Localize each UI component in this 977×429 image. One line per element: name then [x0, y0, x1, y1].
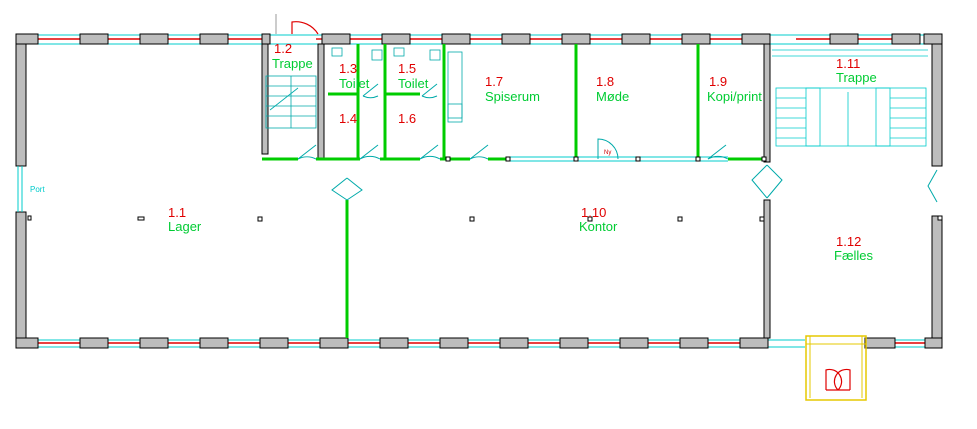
- room-name: Spiserum: [485, 89, 540, 104]
- room-number: 1.11: [836, 56, 860, 71]
- room-number: 1.10: [581, 205, 606, 220]
- room-name: Møde: [596, 89, 629, 104]
- room-number: 1.3: [339, 61, 357, 76]
- room-number: 1.8: [596, 74, 614, 89]
- room-name: Lager: [168, 219, 202, 234]
- room-number: 1.2: [274, 41, 292, 56]
- port-opening[interactable]: Port: [17, 166, 45, 212]
- port-label: Port: [30, 185, 45, 194]
- partition-posts: [445, 156, 767, 162]
- room-number: 1.7: [485, 74, 503, 89]
- windows: [38, 38, 925, 344]
- room-name: Toilet: [339, 76, 370, 91]
- stair-1-2: [265, 75, 317, 129]
- room-number: 1.9: [709, 74, 727, 89]
- toilet-fixtures: [331, 47, 463, 123]
- door-swings: [297, 83, 938, 203]
- room-number: 1.4: [339, 111, 357, 126]
- room-number: 1.12: [836, 234, 861, 249]
- room-name: Fælles: [834, 248, 874, 263]
- room-number: 1.1: [168, 205, 186, 220]
- stair-1-11: [772, 49, 928, 147]
- room-name: Kopi/print: [707, 89, 762, 104]
- entrance-vestibule[interactable]: [805, 335, 867, 401]
- room-number: 1.5: [398, 61, 416, 76]
- columns: [27, 215, 943, 222]
- door-ny-label: Ny: [604, 150, 611, 156]
- entrance-top[interactable]: [275, 14, 319, 35]
- room-name: Trappe: [272, 56, 313, 71]
- partitions: [262, 44, 764, 338]
- facade-glazing: [18, 34, 940, 348]
- room-name: Trappe: [836, 70, 877, 85]
- room-name: Toilet: [398, 76, 429, 91]
- room-name: Kontor: [579, 219, 618, 234]
- wall-piers: [15, 33, 943, 349]
- room-labels: 1.1 Lager 1.2 Trappe 1.3 Toilet 1.4 1.5 …: [168, 41, 877, 263]
- room-number: 1.6: [398, 111, 416, 126]
- door-ny: Ny: [597, 138, 619, 160]
